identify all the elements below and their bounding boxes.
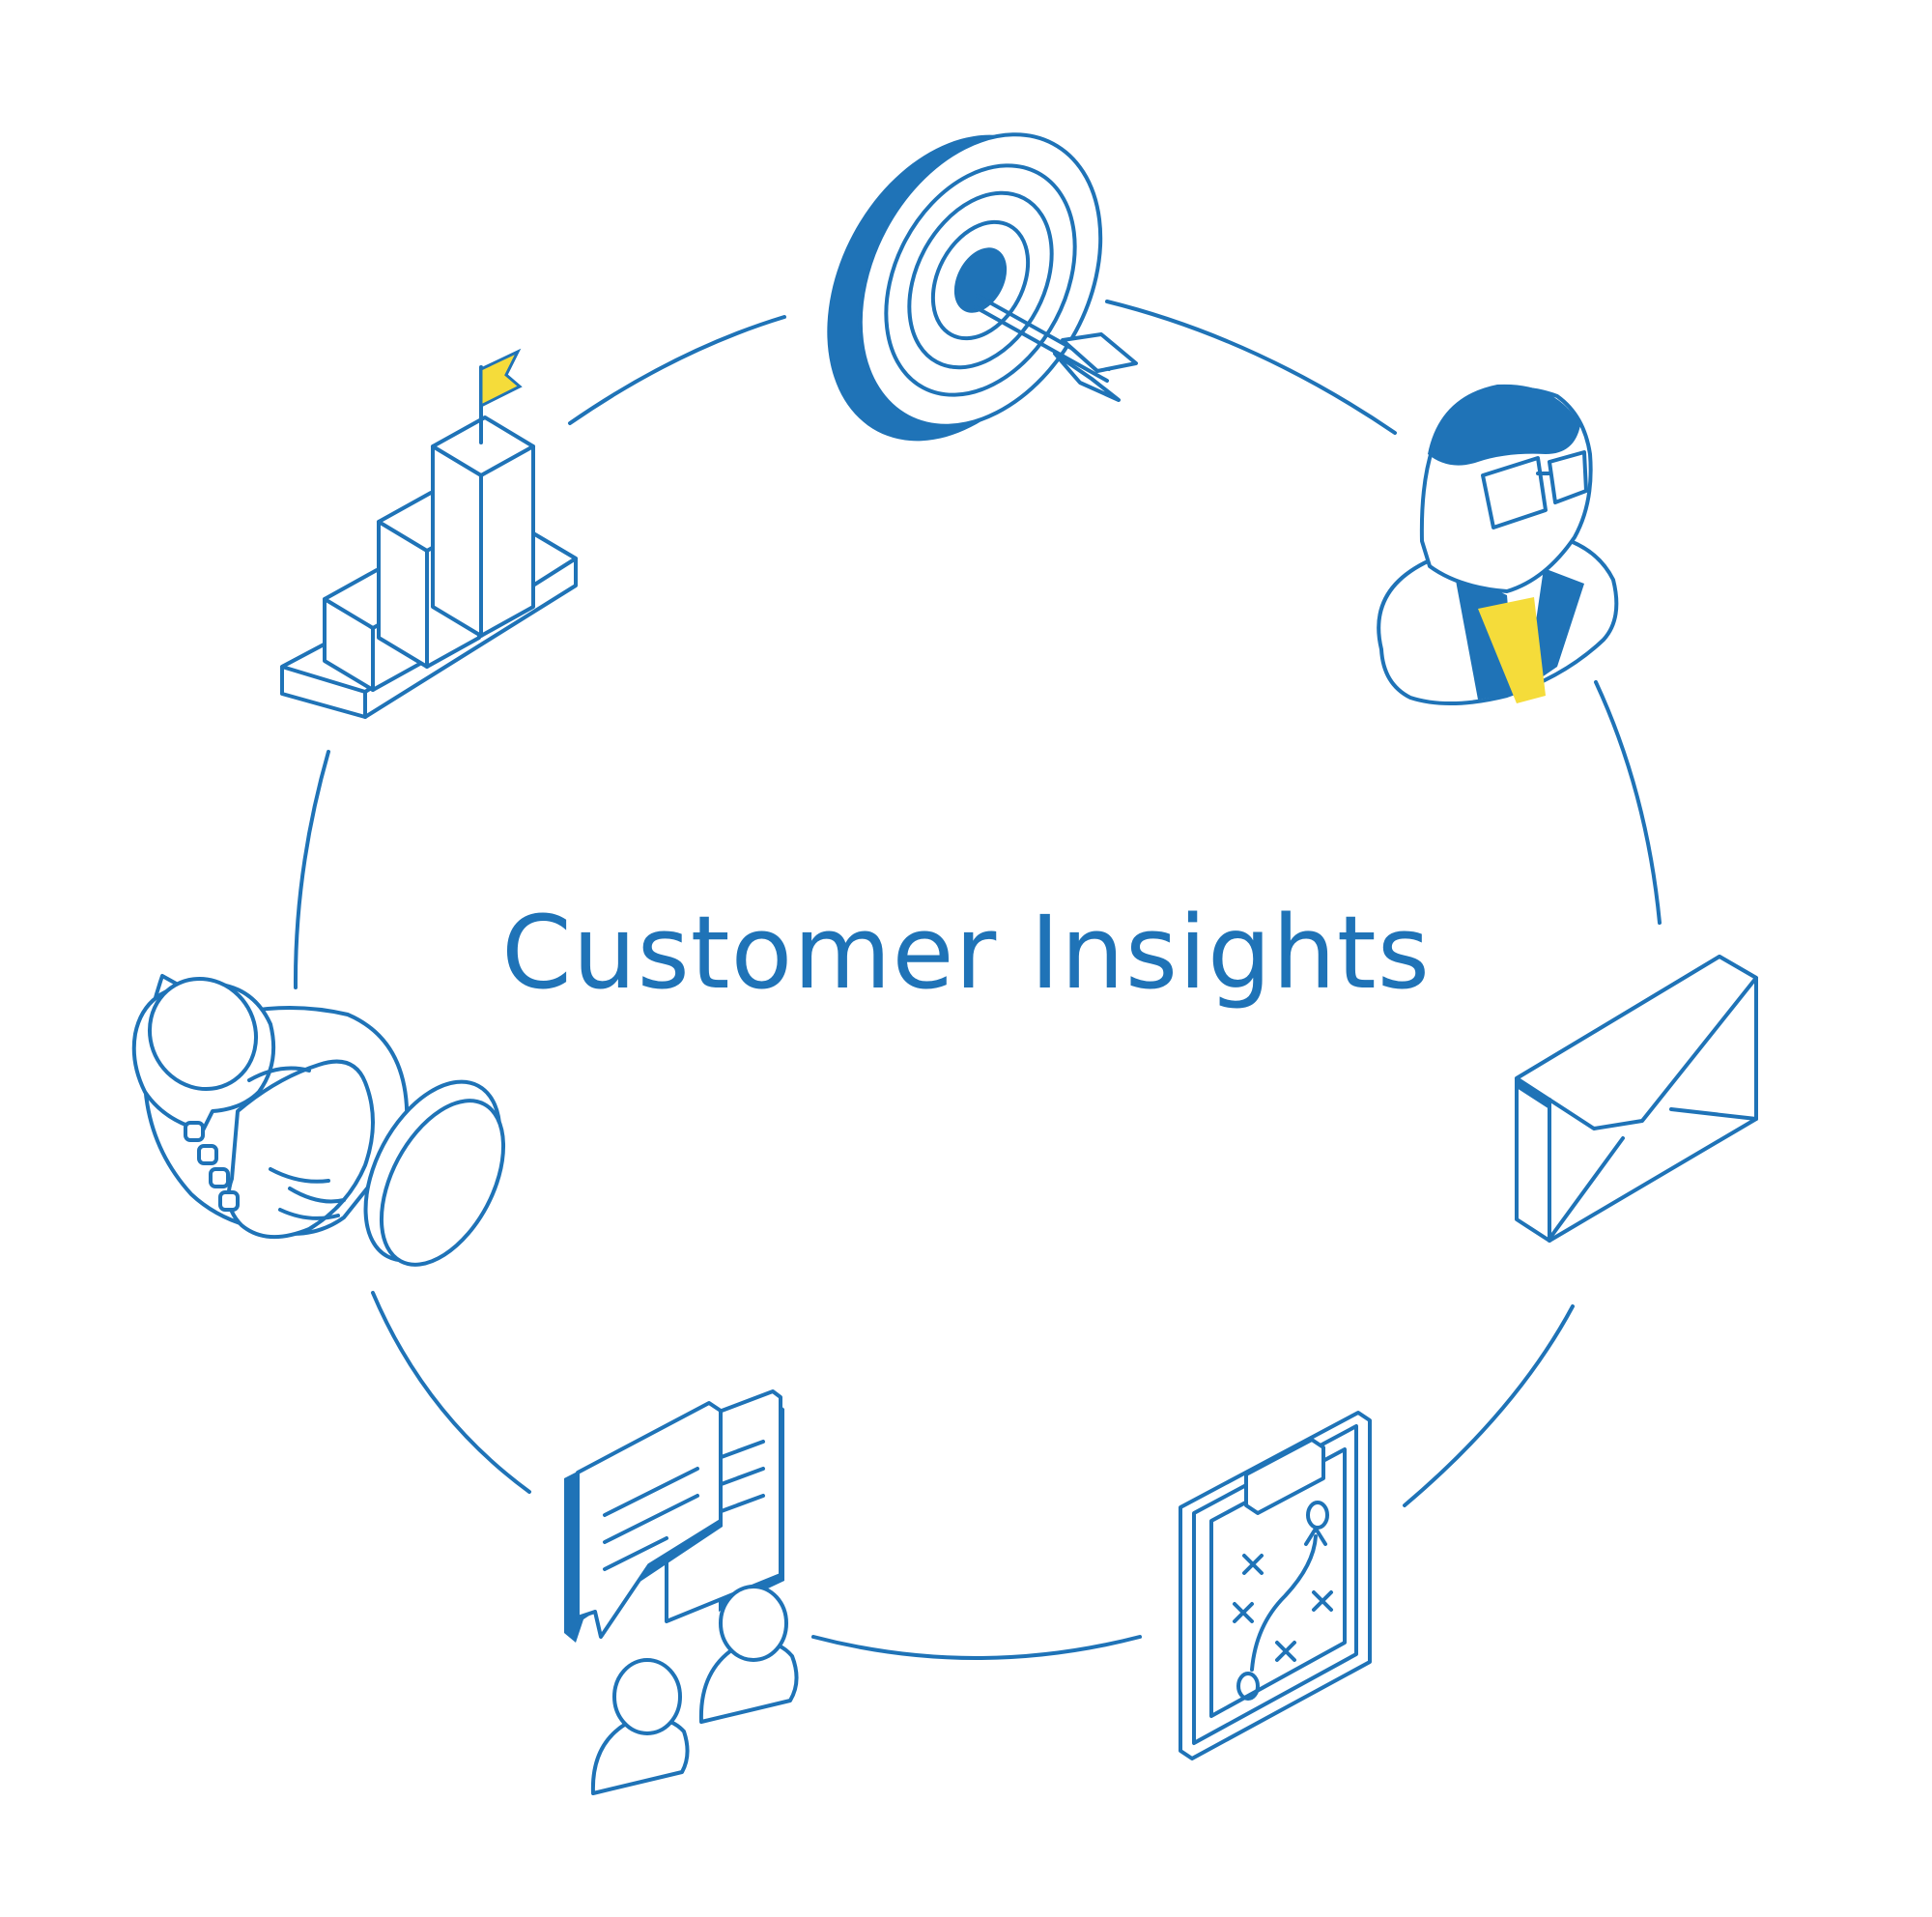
target-icon — [827, 132, 1138, 442]
businessman-icon — [1377, 384, 1619, 706]
envelope-icon — [1515, 955, 1758, 1243]
handshake-icon — [131, 974, 506, 1267]
arc-target-to-businessman — [1105, 300, 1397, 435]
strategy-board-icon — [1179, 1411, 1372, 1760]
arc-envelope-to-board — [1403, 1304, 1575, 1507]
arc-businessman-to-envelope — [1594, 680, 1662, 925]
connector-ring — [293, 300, 1662, 1660]
x-marks — [1233, 1554, 1333, 1662]
arc-board-to-chat — [811, 1635, 1142, 1660]
cufflinks — [184, 1121, 240, 1212]
chat-people-icon — [564, 1389, 799, 1795]
arc-chat-to-handshake — [371, 1291, 531, 1494]
growth-chart-icon — [280, 348, 578, 719]
arc-chart-to-target — [568, 315, 786, 425]
arc-handshake-to-chart — [293, 750, 330, 989]
diagram-title: Customer Insights — [501, 894, 1431, 1012]
